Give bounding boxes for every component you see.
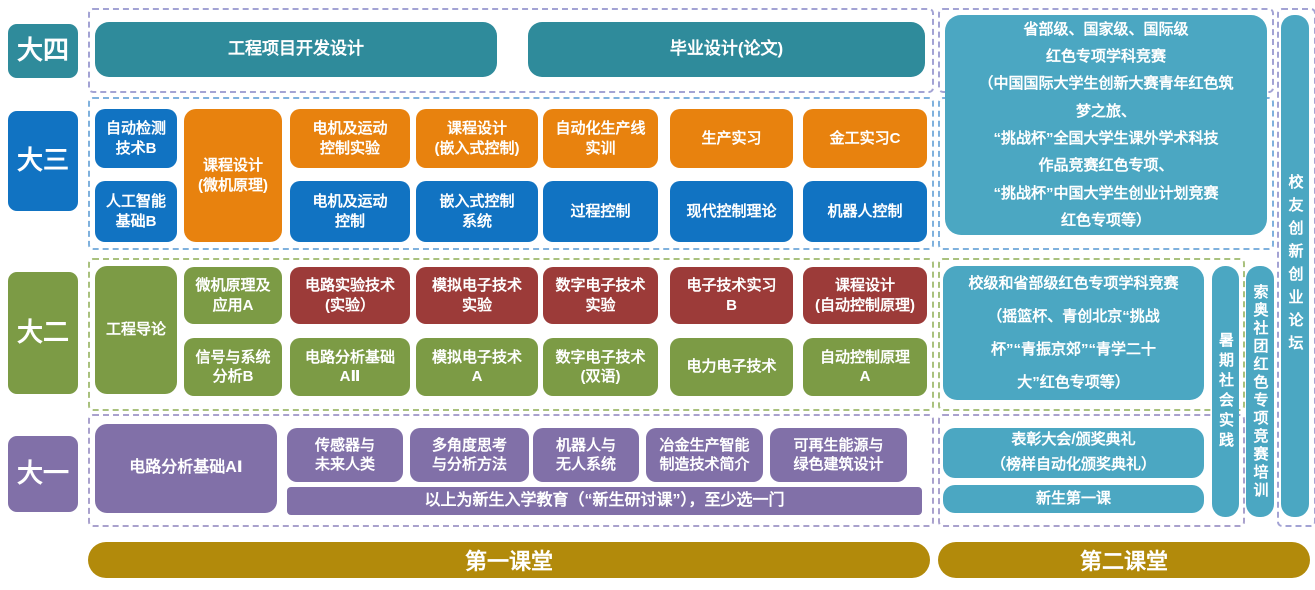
course-box: 模拟电子技术 A [416,338,538,396]
section-y1-first-classroom [88,414,934,527]
course-box: 电子技术实习 B [670,267,793,324]
competitions-box-junior: 校级和省部级红色专项学科竞赛 （摇篮杯、青创北京“挑战 杯”“青振京郊”“青学二… [943,266,1204,400]
seminar-box: 多角度思考 与分析方法 [410,428,529,482]
course-box: 课程设计 (自动控制原理) [803,267,927,324]
course-box: 电力电子技术 [670,338,793,396]
course-box: 自动检测 技术B [95,109,177,168]
course-box: 机器人控制 [803,181,927,242]
seminar-box: 冶金生产智能 制造技术简介 [646,428,763,482]
competitions-box-senior: 省部级、国家级、国际级 红色专项学科竞赛 （中国国际大学生创新大赛青年红色筑 梦… [945,15,1267,235]
course-box: 电路分析基础AⅠ [95,424,277,513]
course-box: 金工实习C [803,109,927,168]
seminar-box: 可再生能源与 绿色建筑设计 [770,428,907,482]
course-box: 工程导论 [95,266,177,394]
course-box: 人工智能 基础B [95,181,177,242]
course-box: 嵌入式控制 系统 [416,181,538,242]
course-box: 信号与系统 分析B [184,338,282,396]
freshman-note-bar: 以上为新生入学教育（“新生研讨课”），至少选一门 [287,487,922,515]
section-y3-first-classroom [88,97,934,250]
course-box: 数字电子技术 (双语) [543,338,658,396]
course-box: 自动化生产线 实训 [543,109,658,168]
year-label-y2: 大二 [8,272,78,394]
section-y1-second-classroom [938,414,1245,527]
course-box: 模拟电子技术 实验 [416,267,538,324]
course-box: 工程项目开发设计 [95,22,497,77]
section-y2-second-classroom [938,258,1245,411]
course-box: 课程设计 (嵌入式控制) [416,109,538,168]
awards-box: 表彰大会/颁奖典礼 （榜样自动化颁奖典礼） [943,428,1204,478]
seminar-box: 传感器与 未来人类 [287,428,403,482]
banner-first-classroom: 第一课堂 [88,542,930,578]
year-label-y4: 大四 [8,24,78,78]
course-box: 电路分析基础 AⅡ [290,338,410,396]
year-label-y1: 大一 [8,436,78,512]
first-lesson-box: 新生第一课 [943,485,1204,513]
course-box: 电路实验技术 (实验） [290,267,410,324]
alumni-forum-bar: 校友创新创业论坛 [1281,15,1309,517]
course-box: 现代控制理论 [670,181,793,242]
course-box: 数字电子技术 实验 [543,267,658,324]
banner-second-classroom: 第二课堂 [938,542,1310,578]
year-label-y3: 大三 [8,111,78,211]
summer-practice-bar: 暑期社会实践 [1212,266,1239,517]
seminar-box: 机器人与 无人系统 [533,428,639,482]
course-box: 过程控制 [543,181,658,242]
section-y2-first-classroom [88,258,934,411]
course-box: 自动控制原理 A [803,338,927,396]
course-box: 电机及运动 控制 [290,181,410,242]
course-box: 课程设计 (微机原理) [184,109,282,242]
suoao-training-bar: 索奥社团红色专项竞赛培训 [1246,266,1274,517]
course-box: 生产实习 [670,109,793,168]
section-y4-first-classroom [88,8,934,93]
course-box: 电机及运动 控制实验 [290,109,410,168]
course-box: 毕业设计(论文) [528,22,925,77]
course-box: 微机原理及 应用A [184,267,282,324]
